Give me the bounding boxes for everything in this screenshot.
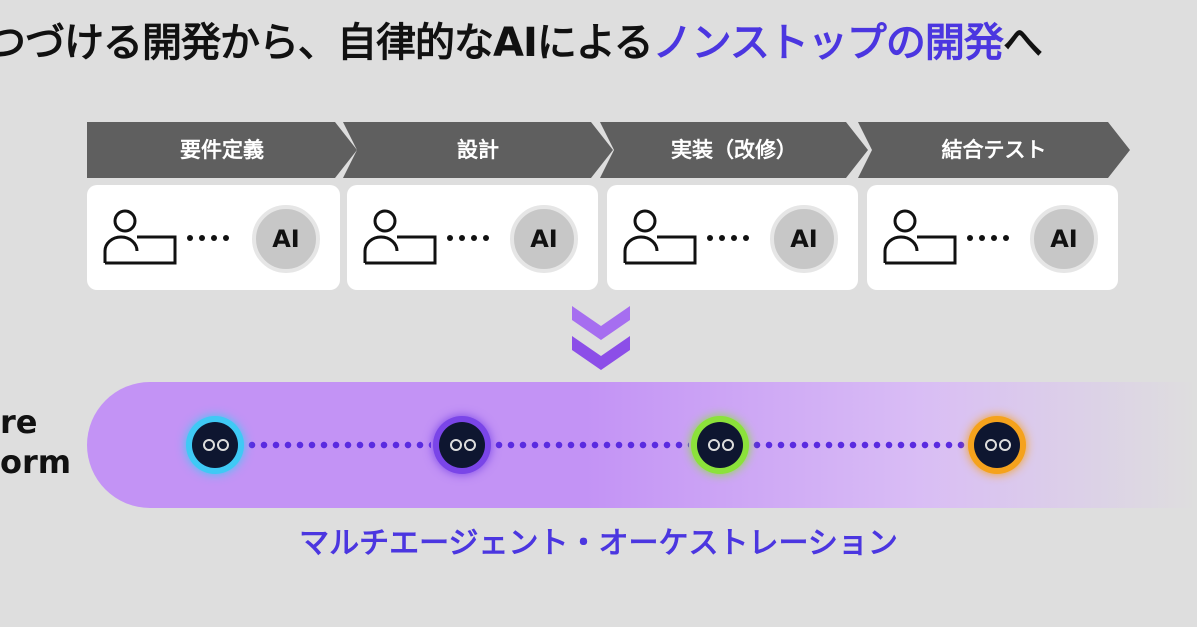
double-chevron-down-icon [572,306,630,370]
ai-agent-icon [433,416,491,474]
ai-badge: AI [770,205,838,273]
agent-link-dots [751,441,966,449]
agent-link-dots [246,441,431,449]
person-at-laptop-icon [103,209,177,265]
person-at-laptop-icon [623,209,697,265]
title-accent: ノンストップの開発 [652,20,1004,66]
phase-card: AI [347,185,598,290]
person-at-laptop-icon [363,209,437,265]
phase-card: AI [87,185,340,290]
orchestration-label: マルチエージェント・オーケストレーション [299,526,898,561]
connector-dots [967,235,1015,241]
slide-title: つづける開発から、自律的なAIによるノンストップの開発へ [0,20,1043,66]
ai-badge: AI [1030,205,1098,273]
phase-card: AI [607,185,858,290]
connector-dots [187,235,235,241]
ai-badge: AI [252,205,320,273]
agent-link-dots [493,441,689,449]
phase-header: 要件定義 [87,122,357,178]
ai-badge: AI [510,205,578,273]
ai-agent-icon [186,416,244,474]
phase-header: 実装（改修） [600,122,868,178]
ai-agent-icon [968,416,1026,474]
phase-header: 結合テスト [858,122,1130,178]
ai-agent-icon [691,416,749,474]
person-at-laptop-icon [883,209,957,265]
connector-dots [447,235,495,241]
phase-header: 設計 [343,122,613,178]
connector-dots [707,235,755,241]
phase-card: AI [867,185,1118,290]
